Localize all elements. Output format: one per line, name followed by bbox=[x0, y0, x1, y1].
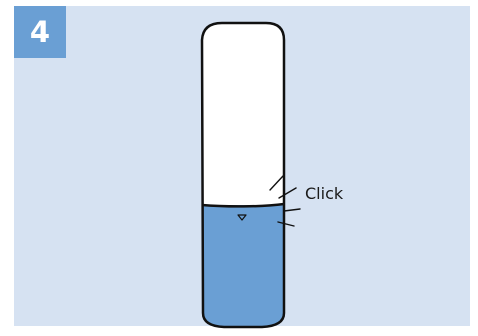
click-label: Click bbox=[305, 184, 344, 203]
device-upper-section bbox=[202, 23, 284, 205]
step-number-badge: 4 bbox=[14, 6, 66, 58]
triangle-down-icon bbox=[237, 214, 247, 221]
device-seam-line bbox=[201, 202, 285, 208]
device-outline bbox=[200, 21, 286, 329]
device-lower-section bbox=[202, 205, 284, 327]
click-lines-icon bbox=[269, 175, 301, 227]
